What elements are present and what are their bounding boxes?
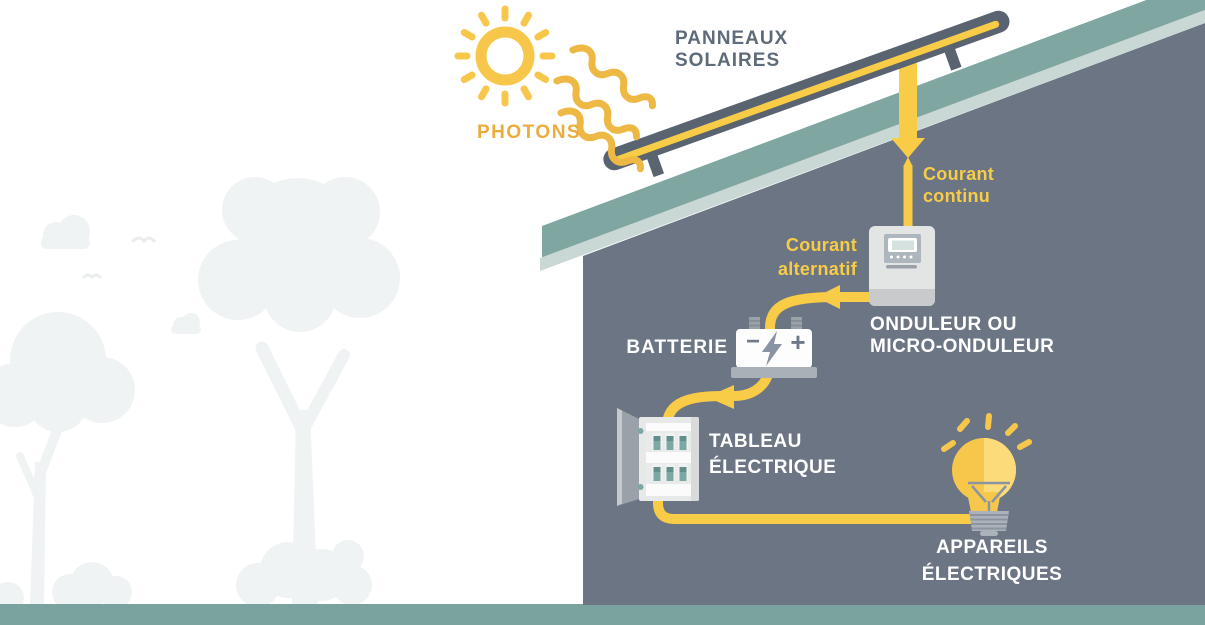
- ac-current-arrow: [816, 285, 871, 309]
- roof-fascia-band: [540, 10, 1205, 271]
- bulb-rays: [941, 413, 1032, 452]
- battery-label: BATTERIE: [626, 337, 728, 358]
- solar-panel-icon: [603, 10, 1010, 178]
- inverter-label: ONDULEUR OU MICRO-ONDULEUR: [870, 314, 1055, 357]
- panel-feed-arrowhead: [707, 385, 734, 409]
- solar-panels-label: PANNEAUX SOLAIRES: [675, 28, 789, 71]
- bulb-screw-ridges: [970, 514, 1008, 530]
- battery-minus-symbol: −: [746, 328, 760, 355]
- cloud-icon: [41, 215, 90, 249]
- breaker-switches: [652, 433, 688, 481]
- appliances-label: APPAREILS ÉLECTRIQUES: [921, 537, 1063, 585]
- dc-current-lead: [903, 157, 913, 228]
- light-bulb-icon: [941, 413, 1032, 536]
- lightning-bolt-icon: [762, 331, 782, 366]
- inverter-icon: [869, 226, 935, 306]
- bird-icon: [82, 236, 156, 280]
- ac-current-label: Courant alternatif: [777, 235, 857, 279]
- ground-strip: [0, 604, 1205, 625]
- battery-icon: − +: [731, 317, 817, 378]
- battery-plus-symbol: +: [790, 327, 805, 357]
- tree-icon: [0, 312, 135, 605]
- dc-current-arrow: [891, 58, 925, 158]
- dc-current-label: Courant continu: [923, 164, 995, 206]
- sun-icon: [454, 5, 556, 107]
- electrical-panel-icon: [617, 408, 699, 506]
- house-wall: [583, 23, 1205, 605]
- bulb-filament: [968, 481, 1010, 512]
- roof: [540, 0, 1205, 271]
- bush-icon: [0, 540, 372, 614]
- background-scenery: [0, 177, 400, 614]
- ac-current-path: [733, 292, 837, 401]
- photons-label: PHOTONS: [477, 122, 582, 143]
- tree-icon: [198, 177, 400, 605]
- roof-top-band: [542, 0, 1205, 258]
- electrical-panel-label: TABLEAU ÉLECTRIQUE: [709, 431, 837, 478]
- cloud-icon: [171, 313, 201, 334]
